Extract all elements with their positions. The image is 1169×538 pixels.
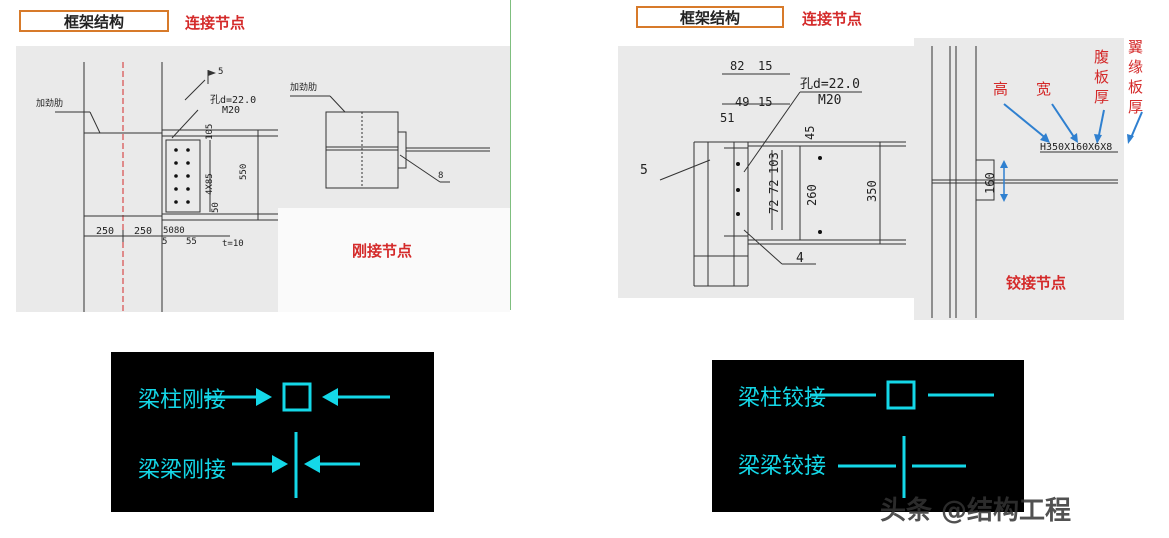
dim-15-a: 15 bbox=[758, 59, 773, 73]
label-weld-small: 5 bbox=[218, 67, 224, 77]
label-stiffener-2: 加劲肋 bbox=[290, 83, 318, 93]
label-weld-4: 4 bbox=[796, 251, 804, 266]
pinned-joint-caption: 铰接节点 bbox=[1006, 274, 1067, 292]
legend-beam-column-rigid: 梁柱刚接 bbox=[138, 388, 227, 413]
left-green-border bbox=[510, 0, 511, 310]
label-weld-8: 8 bbox=[438, 171, 444, 181]
right-red-title: 连接节点 bbox=[802, 10, 863, 28]
pinned-joint-drawing bbox=[659, 46, 1143, 318]
label-flange-thickness-2: 缘 bbox=[1128, 58, 1144, 76]
label-flange-thickness-3: 板 bbox=[1128, 78, 1144, 96]
rigid-legend-panel bbox=[111, 352, 434, 512]
dim-15-b: 15 bbox=[758, 95, 773, 109]
right-box-title: 框架结构 bbox=[636, 6, 784, 28]
rigid-joint-caption: 刚接节点 bbox=[352, 242, 413, 260]
left-box-title: 框架结构 bbox=[19, 10, 169, 32]
label-web-thickness-3: 厚 bbox=[1094, 88, 1110, 106]
section-label: H350X160X6X8 bbox=[1040, 142, 1113, 153]
label-height: 高 bbox=[993, 80, 1009, 98]
label-bolt-left: M20 bbox=[222, 105, 241, 116]
legend-beam-beam-pinned: 梁梁铰接 bbox=[738, 454, 827, 479]
label-hole-right: 孔d=22.0 bbox=[800, 77, 860, 92]
rigid-joint-drawing bbox=[55, 62, 490, 312]
dim-250-a: 250 bbox=[96, 226, 115, 237]
dim-82: 82 bbox=[730, 59, 745, 73]
label-web-thickness-1: 腹 bbox=[1094, 48, 1110, 66]
label-web-thickness-2: 板 bbox=[1094, 68, 1110, 86]
label-width: 宽 bbox=[1036, 80, 1052, 98]
label-flange-thickness-4: 厚 bbox=[1128, 98, 1144, 116]
left-red-title: 连接节点 bbox=[185, 14, 246, 32]
right-drawing-panel-1 bbox=[618, 46, 914, 298]
dim-5080: 5080 bbox=[163, 226, 185, 236]
right-drawing-panel-2 bbox=[914, 38, 1124, 320]
dim-250-b: 250 bbox=[134, 226, 153, 237]
label-bolt-right: M20 bbox=[818, 93, 842, 108]
label-weld-5: 5 bbox=[640, 163, 648, 178]
label-t10: t=10 bbox=[222, 239, 244, 249]
dim-49: 49 bbox=[735, 95, 750, 109]
dim-51: 51 bbox=[720, 111, 735, 125]
label-flange-thickness-1: 翼 bbox=[1128, 38, 1144, 56]
legend-beam-column-pinned: 梁柱铰接 bbox=[738, 386, 827, 411]
label-hole-left: 孔d=22.0 bbox=[210, 95, 257, 106]
legend-beam-beam-rigid: 梁梁刚接 bbox=[138, 458, 227, 483]
dim-55: 55 bbox=[186, 237, 197, 247]
pinned-legend-panel bbox=[712, 360, 1024, 512]
left-caption-panel bbox=[278, 208, 510, 312]
dim-5: 5 bbox=[162, 237, 168, 247]
watermark: 头条 @结构工程 bbox=[880, 496, 1072, 526]
label-stiffener-1: 加劲肋 bbox=[36, 99, 64, 109]
